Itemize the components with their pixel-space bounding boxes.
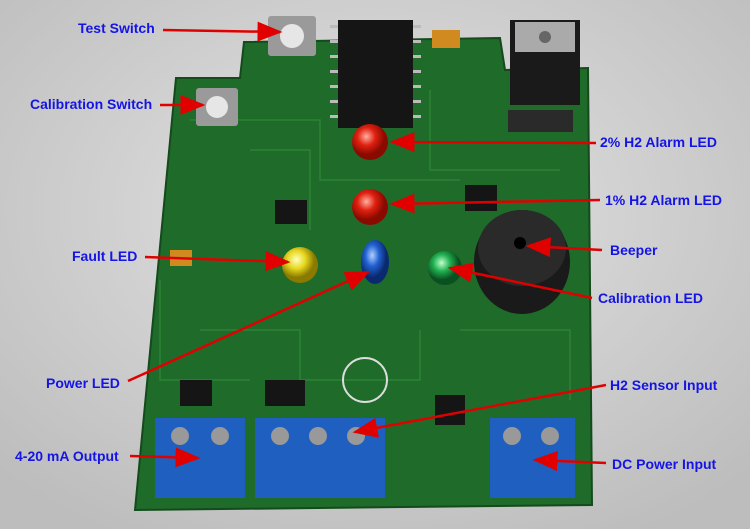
arrow-calibration-led [447, 262, 593, 300]
arrow-alarm-2pct [389, 132, 597, 153]
alarm-led-2pct [352, 124, 388, 160]
power-led [361, 240, 389, 284]
label-fault-led: Fault LED [72, 248, 138, 264]
arrow-beeper [525, 237, 603, 258]
label-calibration-led: Calibration LED [598, 290, 704, 306]
label-alarm-1pct: 1% H2 Alarm LED [605, 192, 722, 208]
arrow-dc-power [532, 450, 607, 471]
label-dc-power-input: DC Power Input [612, 456, 717, 472]
label-test-switch: Test Switch [78, 20, 155, 36]
arrow-test-switch [162, 21, 283, 42]
calibration-led [428, 251, 462, 285]
label-calibration-switch: Calibration Switch [30, 96, 153, 112]
microcontroller-chip [338, 20, 413, 128]
label-beeper: Beeper [610, 242, 658, 258]
arrow-output [129, 447, 201, 468]
alarm-led-1pct [352, 189, 388, 225]
label-h2-sensor-input: H2 Sensor Input [610, 377, 718, 393]
arrow-power-led [127, 270, 371, 383]
arrow-h2-sensor [352, 383, 607, 438]
arrow-fault-led [144, 251, 291, 272]
label-power-led: Power LED [46, 375, 120, 391]
label-4-20-output: 4-20 mA Output [15, 448, 119, 464]
label-alarm-2pct: 2% H2 Alarm LED [600, 134, 717, 150]
callout-arrows [127, 21, 607, 471]
terminal-block-power [490, 418, 575, 498]
arrow-alarm-1pct [389, 193, 601, 214]
fault-led [282, 247, 318, 283]
